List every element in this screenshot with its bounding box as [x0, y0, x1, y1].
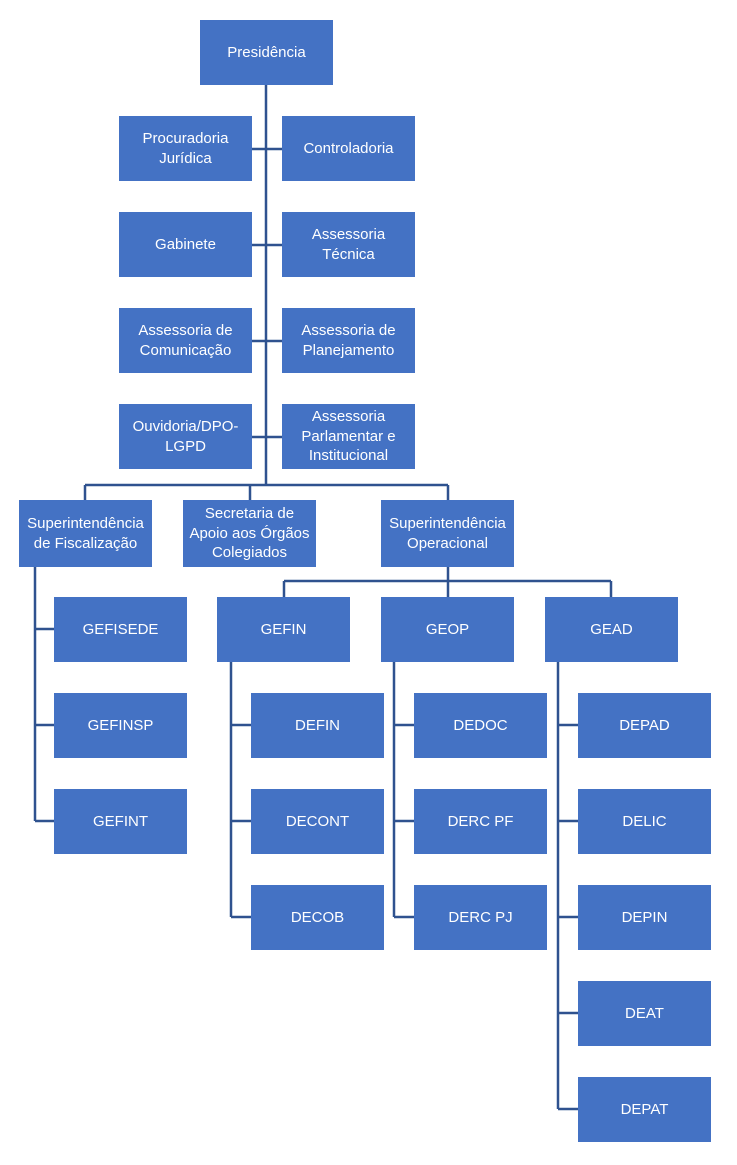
gefint-box: GEFINT: [54, 789, 187, 854]
presidencia-box: Presidência: [200, 20, 333, 85]
depad-box: DEPAD: [578, 693, 711, 758]
geop-box: GEOP: [381, 597, 514, 662]
superintendencia-fiscalizacao-box: Superintendência de Fiscalização: [19, 500, 152, 567]
assessoria-comunicacao-box: Assessoria de Comunicação: [119, 308, 252, 373]
depin-box: DEPIN: [578, 885, 711, 950]
assessoria-parlamentar-box: Assessoria Parlamentar e Institucional: [282, 404, 415, 469]
derc-pj-box: DERC PJ: [414, 885, 547, 950]
depat-box: DEPAT: [578, 1077, 711, 1142]
derc-pf-box: DERC PF: [414, 789, 547, 854]
delic-box: DELIC: [578, 789, 711, 854]
decont-box: DECONT: [251, 789, 384, 854]
assessoria-planejamento-box: Assessoria de Planejamento: [282, 308, 415, 373]
ouvidoria-box: Ouvidoria/DPO- LGPD: [119, 404, 252, 469]
superintendencia-operacional-box: Superintendência Operacional: [381, 500, 514, 567]
gabinete-box: Gabinete: [119, 212, 252, 277]
gead-box: GEAD: [545, 597, 678, 662]
assessoria-tecnica-box: Assessoria Técnica: [282, 212, 415, 277]
dedoc-box: DEDOC: [414, 693, 547, 758]
gefinsp-box: GEFINSP: [54, 693, 187, 758]
gefisede-box: GEFISEDE: [54, 597, 187, 662]
procuradoria-juridica-box: Procuradoria Jurídica: [119, 116, 252, 181]
gefin-box: GEFIN: [217, 597, 350, 662]
deat-box: DEAT: [578, 981, 711, 1046]
controladoria-box: Controladoria: [282, 116, 415, 181]
defin-box: DEFIN: [251, 693, 384, 758]
secretaria-apoio-box: Secretaria de Apoio aos Órgãos Colegiado…: [183, 500, 316, 567]
decob-box: DECOB: [251, 885, 384, 950]
